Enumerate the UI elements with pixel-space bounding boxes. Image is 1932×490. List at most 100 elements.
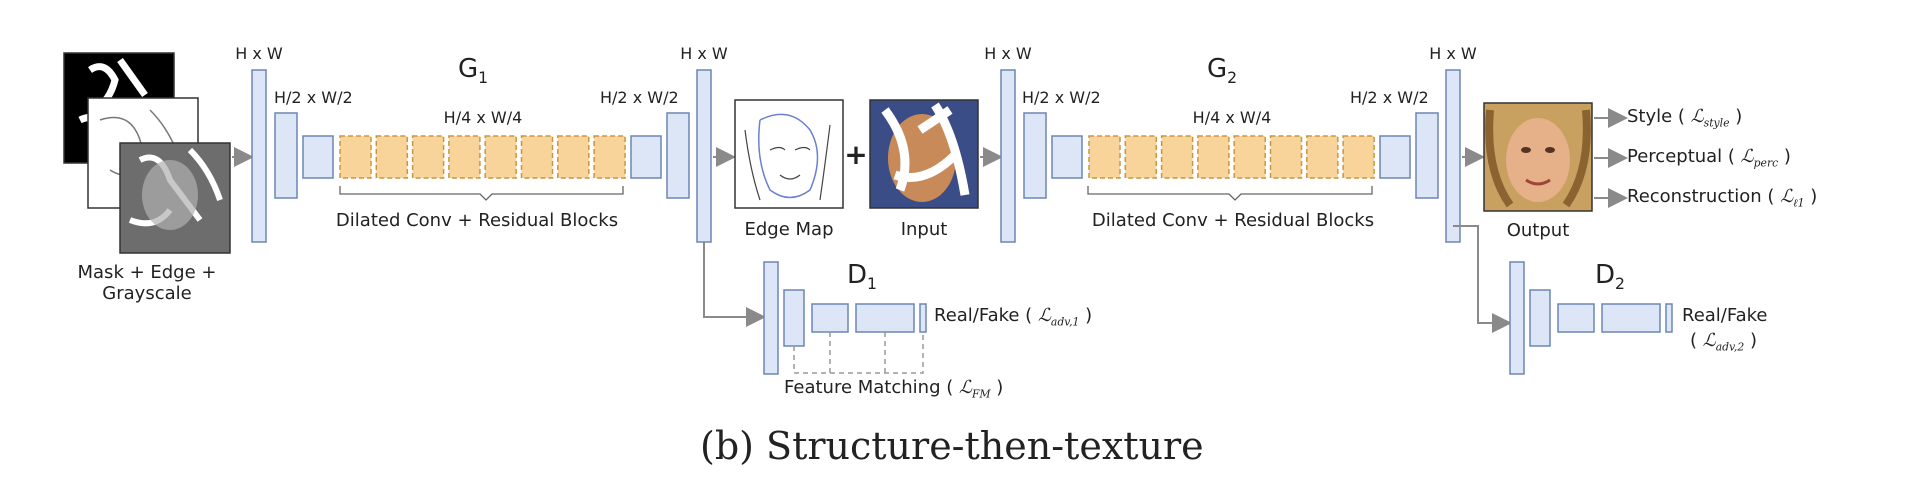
- g1-layer-half: [274, 112, 298, 199]
- input-stack-label-line1: Mask + Edge +: [77, 262, 217, 283]
- loss-perceptual-sym: ℒ: [1740, 146, 1754, 167]
- g2-layer-half-out: [1415, 112, 1439, 199]
- g2-residual-blocks: [1088, 135, 1375, 179]
- loss-reconstruction-sym: ℒ: [1780, 186, 1794, 207]
- g1-title: G1: [458, 54, 488, 87]
- g1-dim-half-left: H/2 x W/2: [274, 88, 353, 107]
- d1-title: D1: [847, 260, 877, 293]
- g1-dim-half-right: H/2 x W/2: [600, 88, 679, 107]
- out-dim-hw: H x W: [1429, 44, 1477, 63]
- g1-dim-quarter: H/4 x W/4: [443, 108, 523, 127]
- residual-block: [1306, 135, 1339, 179]
- fm-close: ): [996, 377, 1004, 398]
- d2-layer-1: [1509, 261, 1525, 375]
- d1-name: D: [847, 260, 868, 290]
- residual-block: [1160, 135, 1194, 179]
- loss-style-sym: ℒ: [1690, 106, 1704, 127]
- loss-style-sub: style: [1703, 116, 1730, 130]
- d2-sub: 2: [1615, 275, 1625, 294]
- d2-layer-3: [1557, 303, 1595, 333]
- d2-discriminator: [1453, 225, 1673, 375]
- edge-map-label: Edge Map: [744, 219, 834, 240]
- feature-matching-label: Feature Matching ( ℒFM ): [784, 377, 1003, 401]
- loss-reconstruction-sub: ℓ1: [1793, 196, 1805, 210]
- d1-layer-3: [811, 303, 849, 333]
- fm-text: Feature Matching (: [784, 377, 954, 398]
- residual-block: [1233, 135, 1266, 179]
- d1-real-fake-text: Real/Fake (: [934, 305, 1033, 326]
- g1-layer-hw-out: [696, 69, 712, 243]
- d1-layer-5: [919, 303, 927, 333]
- d1-sub: 1: [867, 275, 877, 294]
- g2-dim-hw-left: H x W: [984, 44, 1032, 63]
- d1-close: ): [1085, 305, 1093, 326]
- g2-dim-half-left: H/2 x W/2: [1022, 88, 1101, 107]
- g2-layer-quarter: [1051, 135, 1083, 179]
- figure-caption: (b) Structure-then-texture: [700, 424, 1204, 468]
- residual-block: [411, 135, 445, 179]
- arrow-to-d2: [1453, 225, 1512, 333]
- g2-layer-hw-out: [1445, 69, 1461, 243]
- loss-perceptual: Perceptual ( ℒperc ): [1627, 146, 1791, 170]
- g2-layer-quarter-out: [1379, 135, 1411, 179]
- g2-layer-hw: [1000, 69, 1016, 243]
- input-stack-label: Mask + Edge + Grayscale: [78, 262, 217, 304]
- d2-layer-4: [1601, 303, 1661, 333]
- d1-layer-2: [783, 289, 805, 347]
- g1-brace-label: Dilated Conv + Residual Blocks: [335, 210, 619, 231]
- plus-sign: +: [844, 138, 868, 171]
- g1-name: G: [457, 54, 479, 84]
- d1-layer-1: [763, 261, 779, 375]
- g1-layer-hw: [251, 69, 267, 243]
- residual-block: [448, 135, 481, 179]
- input-stack-label-line2: Grayscale: [102, 283, 192, 304]
- residual-block: [593, 135, 626, 179]
- input-label: Input: [900, 219, 948, 240]
- loss-perceptual-close: ): [1783, 146, 1791, 167]
- residual-block: [1269, 135, 1303, 179]
- output-image: [1483, 102, 1593, 212]
- g1-sub: 1: [478, 69, 489, 88]
- input-image: [869, 99, 979, 209]
- feature-matching-lines: [793, 332, 924, 374]
- input-stack-images: [63, 52, 231, 254]
- d2-loss-sym: ℒ: [1702, 330, 1716, 351]
- g2-dim-half-right: H/2 x W/2: [1350, 88, 1429, 107]
- residual-block: [557, 135, 590, 179]
- d1-loss-sym: ℒ: [1037, 305, 1051, 326]
- residual-block: [339, 135, 372, 179]
- d1-discriminator: [703, 242, 927, 375]
- d2-loss: ( ℒadv,2 ): [1690, 330, 1757, 354]
- g2-brace: [1087, 186, 1373, 201]
- fm-sym: ℒ: [958, 377, 972, 398]
- d1-real-fake: Real/Fake ( ℒadv,1 ): [934, 305, 1092, 329]
- d2-loss-open: (: [1690, 330, 1698, 351]
- d2-layer-5: [1665, 303, 1673, 333]
- g1-dim-hw-left: H x W: [235, 44, 283, 63]
- loss-perceptual-sub: perc: [1753, 156, 1779, 170]
- loss-style-close: ): [1735, 106, 1743, 127]
- arrow-to-d1: [703, 242, 766, 327]
- mid-dim-hw: H x W: [680, 44, 728, 63]
- loss-reconstruction-text: Reconstruction (: [1627, 186, 1775, 207]
- loss-style-text: Style (: [1627, 106, 1685, 127]
- d1-loss-sub: adv,1: [1050, 315, 1080, 329]
- residual-block: [1088, 135, 1121, 179]
- residual-block: [1197, 135, 1230, 179]
- g1-layer-quarter: [302, 135, 334, 179]
- d2-real-fake: Real/Fake: [1682, 305, 1768, 326]
- d2-name: D: [1595, 260, 1616, 290]
- residual-block: [484, 135, 517, 179]
- residual-block: [1342, 135, 1375, 179]
- loss-arrows: [1594, 108, 1628, 208]
- d2-close: ): [1749, 330, 1757, 351]
- d2-layer-2: [1529, 289, 1551, 347]
- g2-name: G: [1206, 54, 1228, 84]
- loss-perceptual-text: Perceptual (: [1627, 146, 1735, 167]
- g1-generator: [251, 69, 712, 243]
- residual-block: [375, 135, 409, 179]
- loss-reconstruction-close: ): [1810, 186, 1818, 207]
- g1-brace: [339, 186, 624, 201]
- loss-reconstruction: Reconstruction ( ℒℓ1 ): [1627, 186, 1817, 210]
